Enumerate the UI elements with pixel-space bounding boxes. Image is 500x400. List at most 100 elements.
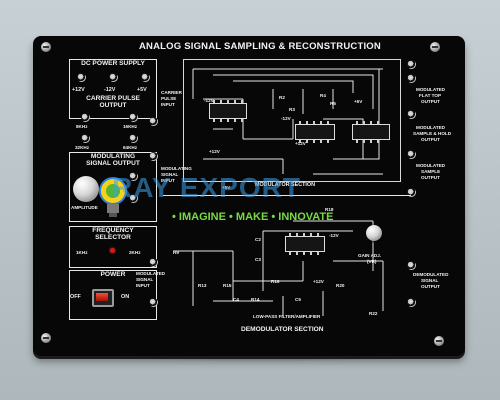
demodulator-section-label: DEMODULATOR SECTION xyxy=(241,326,324,333)
modulator-ic-3 xyxy=(352,121,390,143)
sh-1: MODULATED xyxy=(416,125,446,130)
screw-top-left xyxy=(41,42,51,52)
m12c: -12V xyxy=(329,233,339,238)
carrier-pulse-title-2: OUTPUT xyxy=(99,102,127,109)
p12c: +12V xyxy=(313,279,324,284)
frequency-title: FREQUENCY xyxy=(92,227,134,234)
screw-bottom-left xyxy=(41,333,51,343)
sh-2: SAMPLE & HOLD xyxy=(413,131,452,136)
dc-v2-label: -12V xyxy=(104,87,116,93)
c4: C4 xyxy=(233,297,239,302)
r15: R15 xyxy=(223,283,232,288)
socket-flat-top-2[interactable] xyxy=(407,74,416,83)
p12b: +12V xyxy=(295,141,306,146)
socket-modulated-signal-gnd[interactable] xyxy=(149,298,158,307)
power-box xyxy=(69,270,157,320)
dc-supply-label: DC POWER SUPPLY xyxy=(81,60,145,67)
demod-3: OUTPUT xyxy=(421,284,440,289)
modulator-traces xyxy=(192,68,383,175)
r20: R20 xyxy=(336,283,345,288)
p5a: +5V xyxy=(222,185,231,190)
m12b: -12V xyxy=(281,116,291,121)
c3: C3 xyxy=(255,257,261,262)
p12a: +12V xyxy=(209,149,220,154)
socket-sh-1[interactable] xyxy=(407,110,416,119)
mod-sig-2: SIGNAL xyxy=(136,277,154,282)
mod-input-1: MODULATING xyxy=(161,166,192,171)
dc-v1-label: +12V xyxy=(72,87,85,93)
carrier-input-1: CARRIER xyxy=(161,90,182,95)
carrier-pulse-title: CARRIER PULSE xyxy=(86,95,140,102)
c2: C2 xyxy=(255,237,261,242)
lightbulb-logo-icon xyxy=(99,177,127,217)
demod-1: DEMODULATED xyxy=(413,272,449,277)
flat-3: OUTPUT xyxy=(421,99,440,104)
dc-v3-label: +5V xyxy=(137,87,147,93)
freq-16khz-label: 16KHz xyxy=(123,124,138,129)
flat-2: FLAT TOP xyxy=(419,93,442,98)
amplitude-knob[interactable] xyxy=(73,176,99,202)
freq-2khz-label: 2KHz xyxy=(129,250,141,255)
socket-mod-out-2[interactable] xyxy=(129,194,138,203)
socket-plus12v[interactable] xyxy=(77,73,86,82)
r5: R5 xyxy=(330,101,336,106)
socket-modulated-signal-input[interactable] xyxy=(149,258,158,267)
r3: R3 xyxy=(289,107,295,112)
socket-16khz[interactable] xyxy=(129,113,138,122)
p5b: +5V xyxy=(354,99,363,104)
carrier-input-3: INPUT xyxy=(161,102,175,107)
socket-carrier-input[interactable] xyxy=(149,117,158,126)
socket-demod-1[interactable] xyxy=(407,261,416,270)
modulating-title: MODULATING xyxy=(90,153,136,160)
dc-supply-box xyxy=(69,59,157,119)
socket-plus5v[interactable] xyxy=(141,73,150,82)
c5: C5 xyxy=(295,297,301,302)
socket-modulating-input[interactable] xyxy=(149,152,158,161)
sh-3: OUTPUT xyxy=(421,137,440,142)
gain-label-2: (VR) xyxy=(367,259,377,264)
frequency-box xyxy=(69,226,157,268)
watermark-brand: RAY EXPORT xyxy=(112,172,301,203)
power-title: POWER xyxy=(100,271,126,278)
power-switch[interactable] xyxy=(92,289,114,307)
socket-32khz[interactable] xyxy=(81,134,90,143)
demodulator-traces xyxy=(173,220,384,316)
power-on-label: ON xyxy=(121,294,130,300)
gain-label: GAIN ADJ. xyxy=(358,253,382,258)
modulating-box xyxy=(69,152,157,222)
socket-flat-top-1[interactable] xyxy=(407,60,416,69)
freq-32khz-label: 32KHz xyxy=(75,145,90,150)
modulator-section-label: MODULATOR SECTION xyxy=(255,182,315,188)
socket-sample-2[interactable] xyxy=(407,188,416,197)
filter-label: LOW-PASS FILTER/AMPLIFIER xyxy=(253,314,321,319)
section-divider xyxy=(163,195,411,196)
freq-64khz-label: 64KHz xyxy=(123,145,138,150)
mod-input-3: INPUT xyxy=(161,178,175,183)
r16: R16 xyxy=(271,279,280,284)
socket-minus12v[interactable] xyxy=(109,73,118,82)
socket-sample-1[interactable] xyxy=(407,150,416,159)
r22: R22 xyxy=(369,311,378,316)
modulator-ic-2 xyxy=(295,121,335,143)
r4: R4 xyxy=(320,93,326,98)
r14: R14 xyxy=(251,297,260,302)
frequency-title-2: SELECTOR xyxy=(95,234,131,241)
m12a: -12V xyxy=(204,98,214,103)
socket-demod-2[interactable] xyxy=(407,298,416,307)
r9: R9 xyxy=(173,250,179,255)
socket-8khz[interactable] xyxy=(81,113,90,122)
freq-8khz-label: 8KHz xyxy=(76,124,88,129)
mod-input-2: SIGNAL xyxy=(161,172,179,177)
power-switch-rocker xyxy=(96,293,108,301)
socket-mod-out-1[interactable] xyxy=(129,172,138,181)
power-off-label: OFF xyxy=(70,294,81,300)
frequency-selector-led[interactable] xyxy=(110,248,115,253)
filter-ic xyxy=(285,233,325,255)
mod-sig-3: INPUT xyxy=(136,283,150,288)
gain-adj-knob[interactable] xyxy=(366,225,382,241)
r2: R2 xyxy=(279,95,285,100)
carrier-input-2: PULSE xyxy=(161,96,177,101)
r18: R18 xyxy=(325,207,334,212)
modulating-title-2: SIGNAL OUTPUT xyxy=(86,160,140,167)
socket-64khz[interactable] xyxy=(129,134,138,143)
